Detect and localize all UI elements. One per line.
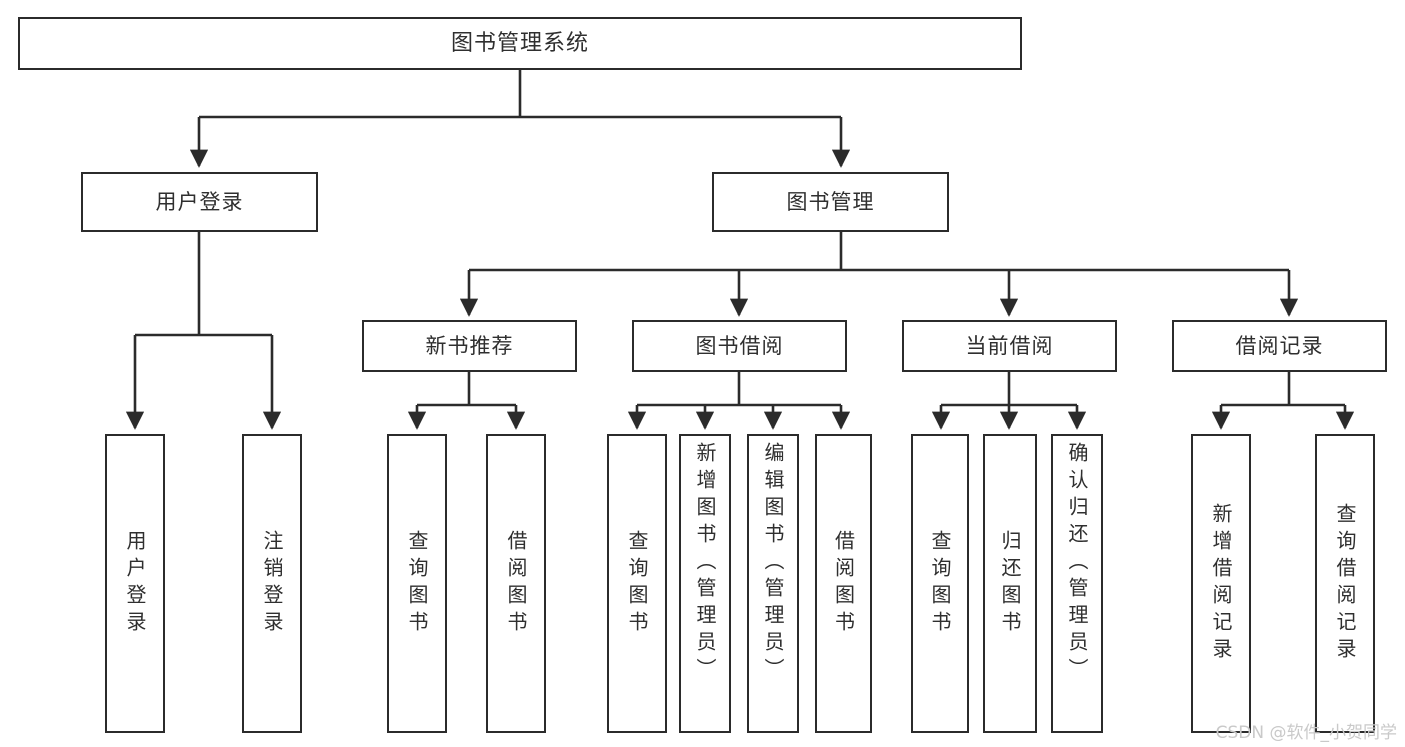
leaf-edit-book-admin[interactable]: 编辑图书（管理员） — [747, 434, 799, 733]
node-current-borrow[interactable]: 当前借阅 — [902, 320, 1117, 372]
leaf-borrow-book[interactable]: 借阅图书 — [815, 434, 872, 733]
leaf-confirm-return-admin-label: 确认归还（管理员） — [1065, 442, 1089, 685]
leaf-logout-label: 注销登录 — [260, 529, 284, 638]
node-current-borrow-label: 当前借阅 — [965, 333, 1054, 358]
node-user-login[interactable]: 用户登录 — [81, 172, 318, 232]
leaf-query-borrow-record[interactable]: 查询借阅记录 — [1315, 434, 1375, 733]
node-borrow-record-label: 借阅记录 — [1235, 333, 1324, 358]
node-root-system-label: 图书管理系统 — [450, 30, 589, 56]
leaf-add-book-admin-label: 新增图书（管理员） — [693, 442, 717, 685]
leaf-borrow-book-recommend[interactable]: 借阅图书 — [486, 434, 546, 733]
node-new-book-recommend[interactable]: 新书推荐 — [362, 320, 577, 372]
leaf-query-book-recommend-label: 查询图书 — [405, 529, 429, 638]
leaf-user-login-label: 用户登录 — [123, 529, 147, 638]
leaf-add-borrow-record-label: 新增借阅记录 — [1209, 502, 1233, 665]
leaf-query-book-borrow[interactable]: 查询图书 — [607, 434, 667, 733]
leaf-logout[interactable]: 注销登录 — [242, 434, 302, 733]
node-book-manage[interactable]: 图书管理 — [712, 172, 949, 232]
leaf-add-book-admin[interactable]: 新增图书（管理员） — [679, 434, 731, 733]
node-book-borrow[interactable]: 图书借阅 — [632, 320, 847, 372]
csdn-watermark: CSDN @软件_小贺同学 — [1215, 723, 1397, 743]
node-new-book-recommend-label: 新书推荐 — [425, 333, 514, 358]
leaf-add-borrow-record[interactable]: 新增借阅记录 — [1191, 434, 1251, 733]
leaf-user-login[interactable]: 用户登录 — [105, 434, 165, 733]
leaf-query-book-current[interactable]: 查询图书 — [911, 434, 969, 733]
node-book-manage-label: 图书管理 — [786, 189, 875, 214]
node-root-system[interactable]: 图书管理系统 — [18, 17, 1022, 70]
leaf-borrow-book-recommend-label: 借阅图书 — [504, 529, 528, 638]
leaf-edit-book-admin-label: 编辑图书（管理员） — [761, 442, 785, 685]
leaf-query-book-current-label: 查询图书 — [928, 529, 952, 638]
leaf-query-book-recommend[interactable]: 查询图书 — [387, 434, 447, 733]
node-borrow-record[interactable]: 借阅记录 — [1172, 320, 1387, 372]
node-user-login-label: 用户登录 — [155, 189, 244, 214]
leaf-borrow-book-label: 借阅图书 — [831, 529, 856, 638]
leaf-query-book-borrow-label: 查询图书 — [625, 529, 649, 638]
leaf-query-borrow-record-label: 查询借阅记录 — [1333, 502, 1357, 665]
leaf-confirm-return-admin[interactable]: 确认归还（管理员） — [1051, 434, 1103, 733]
node-book-borrow-label: 图书借阅 — [695, 333, 784, 358]
leaf-return-book[interactable]: 归还图书 — [983, 434, 1037, 733]
leaf-return-book-label: 归还图书 — [998, 529, 1022, 638]
